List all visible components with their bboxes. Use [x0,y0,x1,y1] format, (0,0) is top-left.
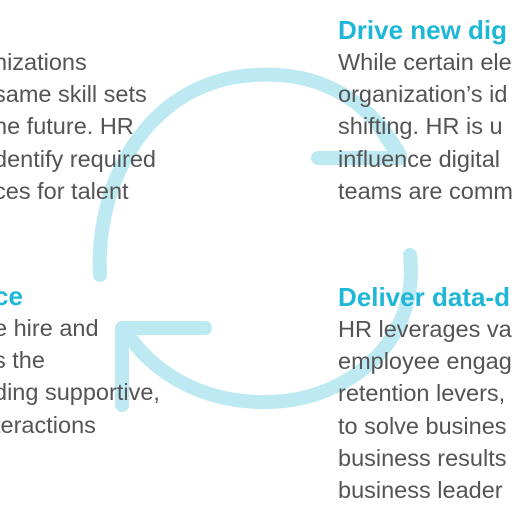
top-right-line-5: teams are comm [338,177,513,204]
top-right-text-block: Drive new dig While certain ele organiza… [338,14,513,207]
top-right-line-3: shifting. HR is u [338,113,503,140]
bottom-left-line-1: e hire and [0,315,99,341]
top-left-line-3: he future. HR [0,113,134,140]
bottom-right-line-2: employee engag [338,348,512,375]
top-left-text-block: nizations same skill sets he future. HR … [0,46,156,207]
bottom-right-line-1: HR leverages va [338,316,512,342]
top-right-line-2: organization’s id [338,81,508,108]
lower-arrowhead-icon [115,321,212,412]
upper-cycle-arrow [92,67,407,282]
bottom-left-line-4: teractions [0,411,96,438]
bottom-right-line-5: business results [338,444,507,471]
bottom-right-text-block: Deliver data-d HR leverages va employee … [338,281,512,506]
upper-arrowhead-icon [311,121,407,165]
bottom-right-line-6: business leader [338,476,503,503]
top-left-line-1: nizations [0,49,87,75]
lower-cycle-arrow [118,248,418,410]
bottom-left-heading: ce [0,281,23,311]
bottom-right-heading: Deliver data-d [338,282,510,312]
top-right-line-1: While certain ele [338,49,512,75]
bottom-right-line-3: retention levers, [338,380,506,407]
top-right-heading: Drive new dig [338,15,508,45]
bottom-left-line-2: s the [0,347,45,374]
bottom-left-line-3: ding supportive, [0,379,160,406]
bottom-left-text-block: ce e hire and s the ding supportive, ter… [0,280,160,441]
top-right-line-4: influence digital [338,145,500,172]
bottom-right-line-4: to solve busines [338,412,507,439]
top-left-line-2: same skill sets [0,81,147,108]
top-left-line-4: dentify required [0,145,156,172]
top-left-line-5: ces for talent [0,177,129,204]
